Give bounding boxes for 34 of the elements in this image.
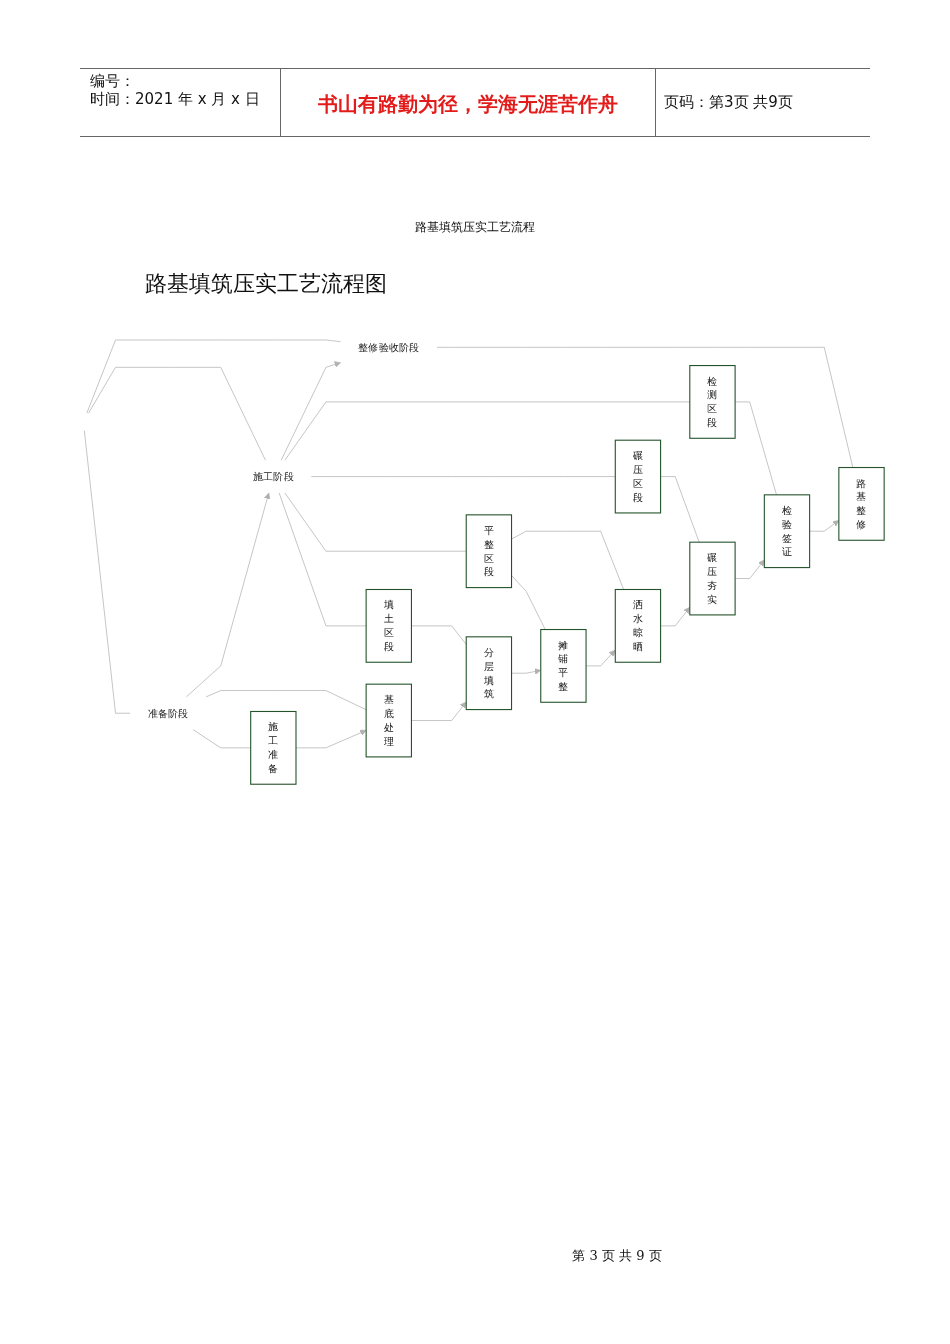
connector-line [284, 492, 467, 552]
process-box: 检验签证 [763, 494, 811, 569]
process-box: 施工准备 [250, 710, 297, 785]
page-number-text: 页码：第3页 共9页 [664, 93, 793, 112]
diagram-title: 路基填筑压实工艺流程图 [145, 270, 387, 298]
process-box: 洒水晾晒 [614, 588, 662, 663]
process-box: 基底处理 [365, 683, 412, 758]
process-box: 填土区段 [365, 588, 412, 663]
process-box: 碾压夯实 [689, 541, 736, 616]
stage-label: 施工阶段 [252, 468, 294, 485]
process-box: 平整区段 [465, 514, 513, 589]
connector-line [310, 476, 616, 477]
connector-line [86, 339, 341, 414]
connector-line [436, 346, 854, 468]
motto-text: 书山有路勤为径，学海无涯苦作舟 [317, 91, 619, 118]
connector-line [205, 690, 367, 711]
connector-line [511, 530, 624, 590]
header-field-label: 时间：2021 年 x 月 x 日 [90, 90, 260, 109]
header-field-label: 编号： [90, 72, 135, 91]
stage-label: 准备阶段 [147, 705, 189, 721]
process-box: 摊铺平整 [540, 629, 587, 703]
process-box: 检测区段 [689, 365, 736, 439]
page-footer: 第 3 页 共 9 页 [517, 1247, 717, 1265]
stage-label: 整修验收阶段 [358, 339, 420, 355]
section-heading: 路基填筑压实工艺流程 [414, 219, 536, 236]
connector-line [84, 430, 131, 714]
process-box: 碾压区段 [614, 439, 662, 514]
connector-line [411, 625, 467, 645]
process-box: 分层填筑 [465, 636, 513, 711]
connector-line [660, 476, 700, 543]
process-box: 路基整修 [838, 466, 885, 541]
connector-line [278, 492, 367, 627]
connector-line [511, 575, 546, 630]
connector-line [88, 366, 266, 461]
